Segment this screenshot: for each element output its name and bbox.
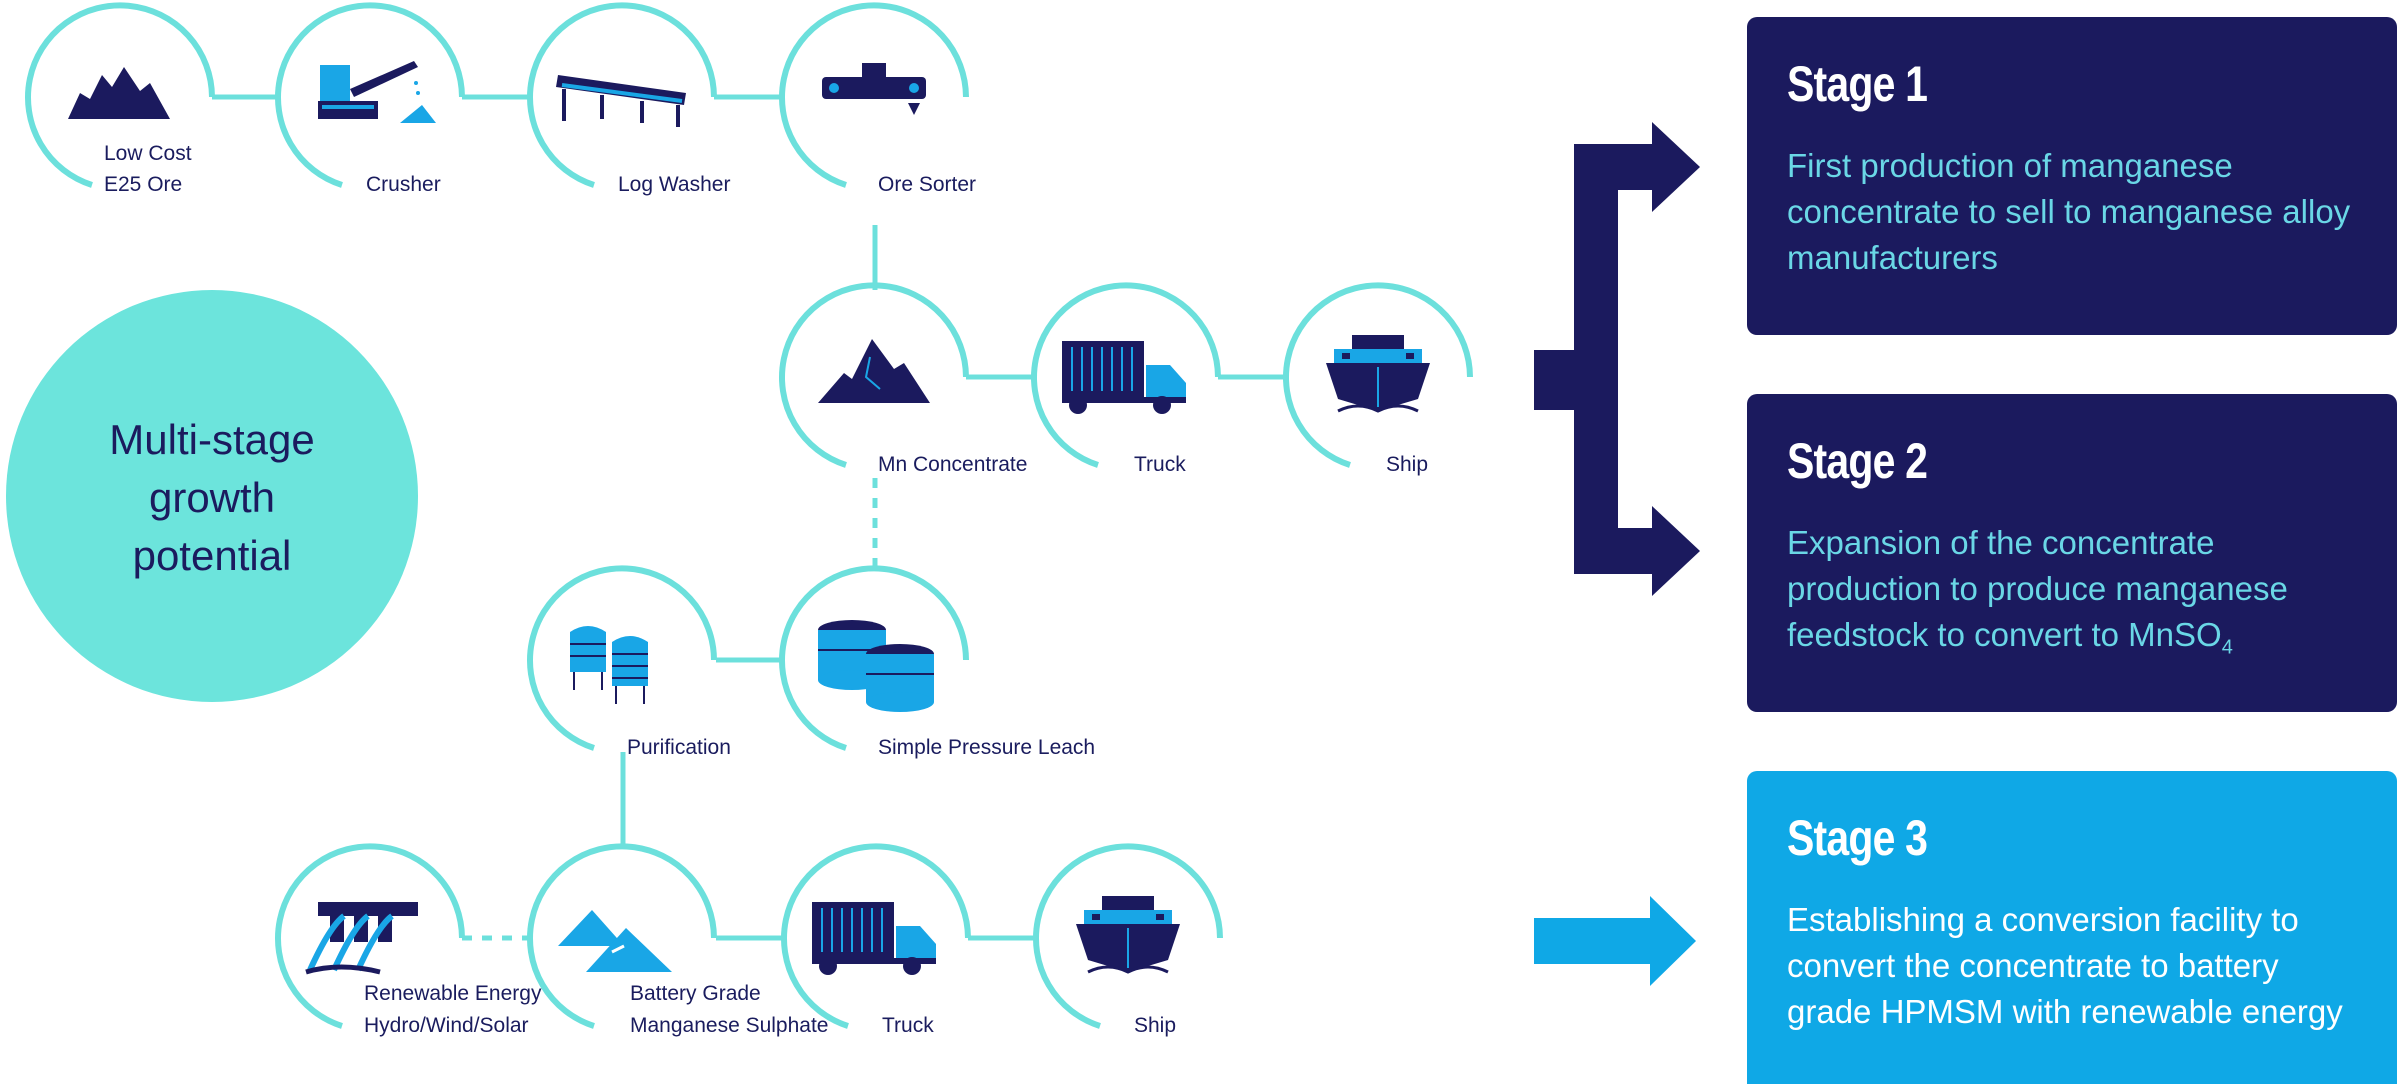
mn-concentrate-label: Mn Concentrate bbox=[878, 453, 1027, 476]
battery-grade-label-1: Battery Grade bbox=[630, 982, 761, 1005]
stage-1-text: First production of manganese concentrat… bbox=[1787, 147, 2351, 276]
node-log-washer: Log Washer bbox=[527, 2, 730, 196]
silo-icon bbox=[569, 625, 649, 705]
battery-grade-label-2: Manganese Sulphate bbox=[630, 1014, 829, 1037]
stage-2-text-subscript: 4 bbox=[2221, 636, 2233, 659]
powder-pile-icon bbox=[556, 908, 674, 974]
ship-icon bbox=[1074, 894, 1182, 974]
center-line-1: Multi-stage bbox=[109, 416, 314, 463]
renewable-label-2: Hydro/Wind/Solar bbox=[364, 1014, 529, 1037]
center-circle: Multi-stage growth potential bbox=[6, 290, 418, 702]
stage-1-title: Stage 1 bbox=[1787, 56, 1928, 112]
ship-icon bbox=[1324, 333, 1432, 413]
node-ore-sorter: Ore Sorter bbox=[779, 2, 976, 196]
node-renewable: Renewable Energy Hydro/Wind/Solar bbox=[275, 843, 542, 1037]
center-line-3: potential bbox=[133, 532, 292, 579]
stage-2-title: Stage 2 bbox=[1787, 433, 1928, 489]
ship-2-label: Ship bbox=[1134, 1014, 1176, 1037]
bracket-arrow bbox=[1534, 122, 1700, 596]
node-battery-grade: Battery Grade Manganese Sulphate bbox=[527, 843, 829, 1037]
truck-2-label: Truck bbox=[882, 1014, 934, 1037]
ore-label-2: E25 Ore bbox=[104, 173, 182, 196]
purification-label: Purification bbox=[627, 736, 731, 759]
node-ship-2: Ship bbox=[1033, 843, 1223, 1037]
node-pressure-leach: Simple Pressure Leach bbox=[779, 565, 1095, 759]
ore-sorter-icon bbox=[822, 63, 926, 115]
node-ship-1: Ship bbox=[1283, 282, 1473, 476]
truck-icon bbox=[811, 901, 937, 976]
pressure-leach-label: Simple Pressure Leach bbox=[878, 736, 1095, 759]
tanks-icon bbox=[817, 619, 935, 713]
stage-1-card: Stage 1 First production of manganese co… bbox=[1747, 17, 2397, 335]
crusher-icon bbox=[318, 61, 436, 123]
stage-3-card: Stage 3 Establishing a conversion facili… bbox=[1747, 771, 2397, 1084]
renewable-label-1: Renewable Energy bbox=[364, 982, 542, 1005]
ore-label-1: Low Cost bbox=[104, 142, 192, 165]
stage-2-text-main: Expansion of the concentrate production … bbox=[1787, 524, 2288, 653]
ore-pile-icon bbox=[68, 67, 170, 119]
node-truck-2: Truck bbox=[781, 843, 971, 1037]
connector-lines bbox=[212, 94, 1286, 941]
truck-icon bbox=[1061, 340, 1187, 415]
hydro-dam-icon bbox=[306, 902, 418, 972]
truck-1-label: Truck bbox=[1134, 453, 1186, 476]
node-purification: Purification bbox=[527, 565, 731, 759]
node-mn-concentrate: Mn Concentrate bbox=[779, 282, 1027, 476]
concentrate-pile-icon bbox=[817, 338, 931, 404]
ship-1-label: Ship bbox=[1386, 453, 1428, 476]
stage-2-text: Expansion of the concentrate production … bbox=[1787, 520, 2357, 671]
log-washer-icon bbox=[554, 73, 688, 129]
node-ore: Low Cost E25 Ore bbox=[25, 2, 215, 196]
stage-3-title: Stage 3 bbox=[1787, 810, 1928, 866]
ore-sorter-label: Ore Sorter bbox=[878, 173, 976, 196]
stage3-arrow bbox=[1534, 896, 1696, 986]
node-truck-1: Truck bbox=[1031, 282, 1221, 476]
log-washer-label: Log Washer bbox=[618, 173, 730, 196]
stage-2-card: Stage 2 Expansion of the concentrate pro… bbox=[1747, 394, 2397, 712]
stage-3-text: Establishing a conversion facility to co… bbox=[1787, 901, 2343, 1030]
center-line-2: growth bbox=[149, 474, 275, 521]
crusher-label: Crusher bbox=[366, 173, 441, 196]
node-crusher: Crusher bbox=[275, 2, 465, 196]
